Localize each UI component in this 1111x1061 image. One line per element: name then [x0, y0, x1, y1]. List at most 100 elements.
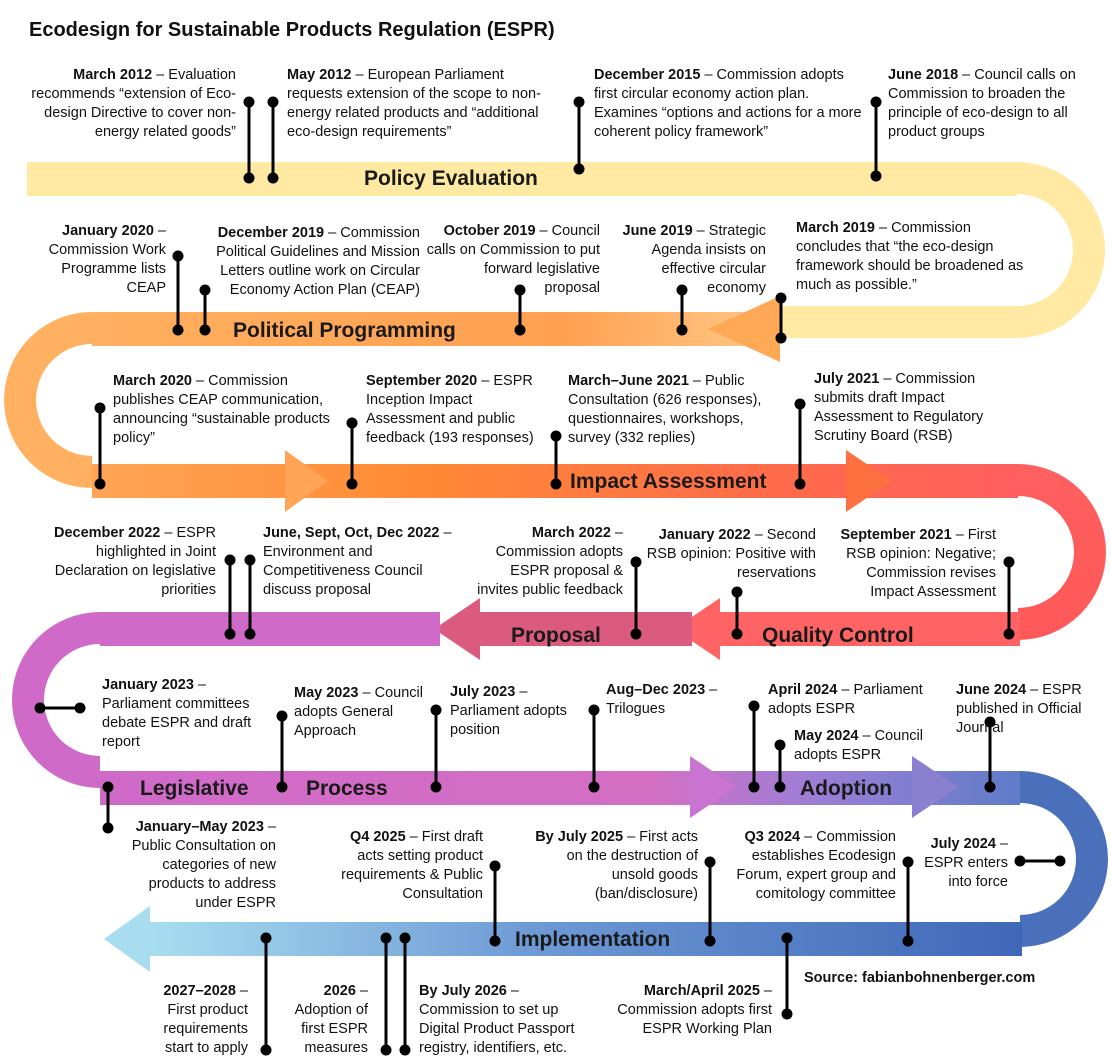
pin-dot [1003, 628, 1015, 640]
event-march-2020: March 2020 – Commission publishes CEAP c… [113, 373, 330, 446]
event-2026: 2026 – Adoption of first ESPR measures [294, 983, 368, 1056]
pin-dot [199, 324, 211, 336]
event-january-2023: January 2023 – Parliament committees deb… [102, 677, 252, 750]
pin-dot [276, 710, 288, 722]
pin-dot [550, 478, 562, 490]
pin-dot [489, 935, 501, 947]
pin-dot [704, 935, 716, 947]
pin-dot [489, 860, 501, 872]
event-may-2023: May 2023 – Council adopts General Approa… [294, 685, 423, 739]
event-march-2022: March 2022 – Commission adopts ESPR prop… [477, 525, 623, 598]
event-2027-2028: 2027–2028 – First product requirements s… [163, 983, 248, 1056]
event-june-2024: June 2024 – ESPR published in Official J… [956, 682, 1082, 736]
event-by-july-2026: By July 2026 – Commission to set up Digi… [419, 983, 575, 1056]
event-october-2019: October 2019 – Council calls on Commissi… [426, 223, 600, 296]
event-by-july-2025: By July 2025 – First acts on the destruc… [535, 829, 698, 902]
band-policy-return [760, 306, 1020, 338]
pin-dot [399, 1044, 411, 1056]
event-july-2023: July 2023 – Parliament adopts position [450, 684, 567, 738]
event-pins [34, 96, 1066, 1056]
event-may-2024: May 2024 – Council adopts ESPR [794, 728, 923, 763]
band-label-political-programming: Political Programming [233, 319, 456, 342]
event-march-2019: March 2019 – Commission concludes that “… [796, 220, 1024, 293]
event-march-june-2021: March–June 2021 – Public Consultation (6… [568, 373, 762, 446]
pin-dot [984, 781, 996, 793]
band-proposal-tail [100, 612, 440, 646]
pin-dot [380, 932, 392, 944]
pin-dot [550, 430, 562, 442]
event-q3-2024: Q3 2024 – Commission establishes Ecodesi… [736, 829, 896, 902]
pin-dot [346, 478, 358, 490]
event-december-2015: December 2015 – Commission adopts first … [594, 67, 862, 140]
pin-dot [399, 932, 411, 944]
event-march-2012: March 2012 – Evaluation recommends “exte… [31, 67, 236, 140]
band-label-policy-evaluation: Policy Evaluation [364, 167, 538, 190]
pin-dot [1054, 855, 1066, 867]
curve-proposal-to-legislative [12, 612, 100, 788]
pin-dot [94, 402, 106, 414]
pin-dot [102, 822, 114, 834]
band-label-impact-assessment: Impact Assessment [570, 470, 767, 493]
pin-dot [748, 700, 760, 712]
pin-dot [260, 932, 272, 944]
event-june-2019: June 2019 – Strategic Agenda insists on … [622, 223, 766, 296]
band-implementation [150, 922, 1022, 956]
pin-dot [748, 781, 760, 793]
pin-dot [775, 292, 787, 304]
pin-dot [731, 628, 743, 640]
event-june-2018: June 2018 – Council calls on Commission … [888, 67, 1076, 140]
event-december-2019: December 2019 – Commission Political Gui… [216, 225, 420, 298]
pin-dot [794, 478, 806, 490]
event-september-2021: September 2021 – First RSB opinion: Nega… [840, 527, 996, 600]
pin-dot [514, 284, 526, 296]
event-march-april-2025: March/April 2025 – Commission adopts fir… [617, 983, 772, 1037]
arrow-impact-2 [846, 450, 892, 512]
pin-dot [630, 628, 642, 640]
pin-dot [224, 554, 236, 566]
band-label-quality-control: Quality Control [762, 624, 914, 647]
band-label-proposal: Proposal [511, 624, 601, 647]
pin-dot [380, 1044, 392, 1056]
pin-dot [984, 716, 996, 728]
pin-dot [260, 1044, 272, 1056]
pin-dot [676, 324, 688, 336]
arrow-adoption-head [912, 756, 958, 818]
pin-dot [514, 324, 526, 336]
pin-dot [276, 781, 288, 793]
band-label-adoption: Adoption [800, 777, 893, 800]
source-credit: Source: fabianbohnenberger.com [804, 970, 1036, 986]
pin-dot [94, 478, 106, 490]
pin-dot [794, 398, 806, 410]
pin-dot [1003, 556, 1015, 568]
event-july-2021: July 2021 – Commission submits draft Imp… [814, 371, 984, 444]
pin-dot [1014, 855, 1026, 867]
pin-dot [870, 96, 882, 108]
pin-dot [172, 324, 184, 336]
pin-dot [775, 332, 787, 344]
pin-dot [74, 702, 86, 714]
curve-policy-to-political [1017, 162, 1105, 338]
arrow-legislative-head [690, 756, 736, 818]
event-june-sept-oct-dec-2022: June, Sept, Oct, Dec 2022 – Environment … [263, 525, 452, 598]
pin-dot [199, 284, 211, 296]
pin-dot [588, 781, 600, 793]
pin-dot [731, 586, 743, 598]
curve-political-to-impact [4, 312, 92, 488]
band-legislative-process [100, 771, 1020, 805]
pin-dot [172, 250, 184, 262]
arrow-quality-head [674, 598, 720, 660]
event-september-2020: September 2020 – ESPR Inception Impact A… [366, 373, 534, 446]
event-january-2022: January 2022 – Second RSB opinion: Posit… [646, 527, 816, 581]
pin-dot [102, 781, 114, 793]
pin-dot [573, 163, 585, 175]
event-january-may-2023: January–May 2023 – Public Consultation o… [131, 819, 276, 911]
pin-dot [588, 704, 600, 716]
event-april-2024: April 2024 – Parliament adopts ESPR [768, 682, 923, 717]
pin-dot [267, 172, 279, 184]
pin-dot [781, 1008, 793, 1020]
pin-dot [34, 702, 46, 714]
pin-dot [630, 556, 642, 568]
band-label-implementation: Implementation [515, 928, 671, 951]
